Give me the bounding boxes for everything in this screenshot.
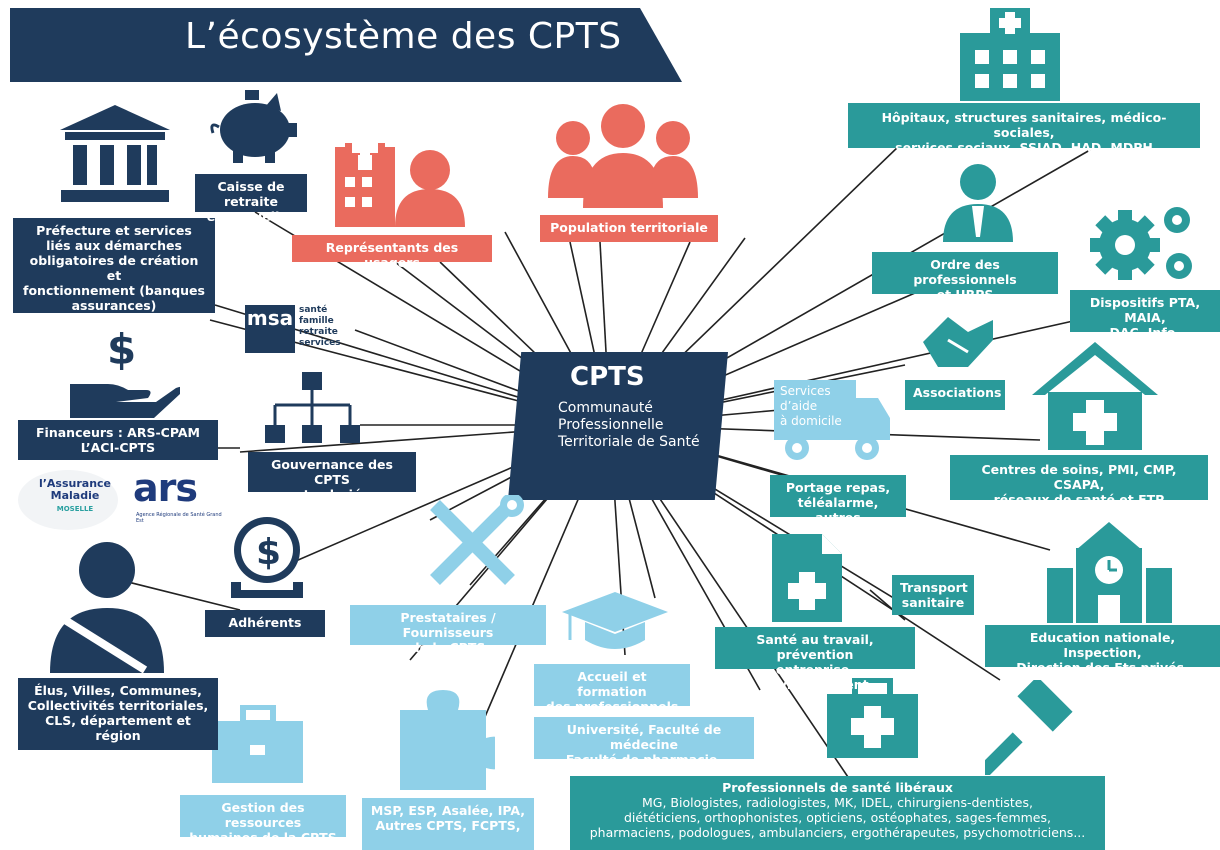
care-house-icon bbox=[1032, 342, 1158, 450]
label-adherents: Adhérents bbox=[205, 610, 325, 637]
label-prefecture: Préfecture et services liés aux démarche… bbox=[13, 218, 215, 313]
piggy-bank-icon bbox=[210, 90, 297, 163]
dollar-coin-icon: $ bbox=[231, 517, 303, 598]
delivery-truck-icon bbox=[774, 380, 890, 460]
label-universite: Université, Faculté de médecine Faculté … bbox=[534, 717, 754, 767]
svg-text:$: $ bbox=[256, 532, 281, 573]
org-chart-icon bbox=[265, 372, 360, 443]
label-portage: Portage repas, téléalarme, autres bbox=[770, 475, 906, 525]
title-banner bbox=[10, 8, 682, 82]
label-gouvernance: Gouvernance des CPTS et salariés bbox=[248, 452, 416, 502]
label-centres: Centres de soins, PMI, CMP, CSAPA, résea… bbox=[950, 455, 1208, 507]
hospital-building-icon bbox=[960, 8, 1060, 101]
label-dispositifs: Dispositifs PTA, MAIA, DAC, Info-séniors… bbox=[1070, 290, 1220, 355]
label-education: Education nationale, Inspection, Directi… bbox=[985, 625, 1220, 690]
label-services-aide: Services d’aide à domicile bbox=[780, 384, 842, 428]
label-hopitaux: Hôpitaux, structures sanitaires, médico-… bbox=[848, 103, 1200, 155]
label-prestataires: Prestataires / Fournisseurs de la CPTS bbox=[350, 605, 546, 655]
puzzle-piece-icon bbox=[400, 690, 495, 790]
label-gestion-rh: Gestion des ressources humaines de la CP… bbox=[180, 795, 346, 845]
label-transport: Transport sanitaire bbox=[892, 575, 974, 615]
label-representants: Représentants des usagers bbox=[292, 235, 492, 270]
handshake-icon bbox=[923, 317, 993, 367]
label-ordre: Ordre des professionnels et URPS bbox=[872, 252, 1058, 302]
msa-logo-text: santé famille retraite services bbox=[299, 305, 341, 348]
msa-logo-mark: msa bbox=[245, 305, 295, 353]
svg-text:$: $ bbox=[107, 325, 136, 374]
label-associations: Associations bbox=[905, 380, 1005, 410]
hospital-people-icon bbox=[335, 130, 465, 227]
label-caisse: Caisse de retraite et mutuelles bbox=[195, 174, 307, 224]
population-group-icon bbox=[548, 104, 698, 208]
medical-document-icon bbox=[772, 534, 842, 622]
label-accueil: Accueil et formation des professionnels bbox=[534, 664, 690, 714]
cpts-center-box: CPTS Communauté Professionnelle Territor… bbox=[508, 352, 728, 500]
assurance-maladie-logo: l’Assurance Maladie MOSELLE bbox=[18, 470, 118, 530]
label-elus: Élus, Villes, Communes, Collectivités te… bbox=[18, 678, 218, 750]
msa-logo: msa santé famille retraite services bbox=[245, 305, 350, 355]
dollar-hand-icon: $ bbox=[70, 325, 180, 418]
label-professionnels: Professionnels de santé libéraux MG, Bio… bbox=[570, 776, 1105, 850]
cpts-subtitle: Communauté Professionnelle Territoriale … bbox=[558, 400, 700, 450]
page-title: L’écosystème des CPTS bbox=[185, 16, 622, 57]
first-aid-kit-icon bbox=[827, 678, 918, 758]
label-population: Population territoriale bbox=[540, 215, 718, 242]
gears-icon bbox=[1090, 207, 1192, 280]
gavel-icon bbox=[985, 680, 1073, 775]
label-msp: MSP, ESP, Asalée, IPA, Autres CPTS, FCPT… bbox=[362, 798, 534, 850]
ars-logo: ars Agence Régionale de Santé Grand Est bbox=[133, 466, 222, 524]
graduation-cap-icon bbox=[562, 592, 668, 649]
professional-person-icon bbox=[943, 164, 1013, 242]
elected-official-icon bbox=[50, 542, 164, 674]
cpts-title: CPTS bbox=[570, 362, 645, 392]
label-financeurs: Financeurs : ARS-CPAM L’ACI-CPTS bbox=[18, 420, 218, 460]
tools-icon bbox=[430, 495, 524, 585]
school-building-icon bbox=[1047, 522, 1172, 623]
label-sante-travail: Santé au travail, prévention entreprise,… bbox=[715, 627, 915, 692]
bank-icon bbox=[60, 105, 170, 202]
briefcase-icon bbox=[212, 705, 303, 783]
